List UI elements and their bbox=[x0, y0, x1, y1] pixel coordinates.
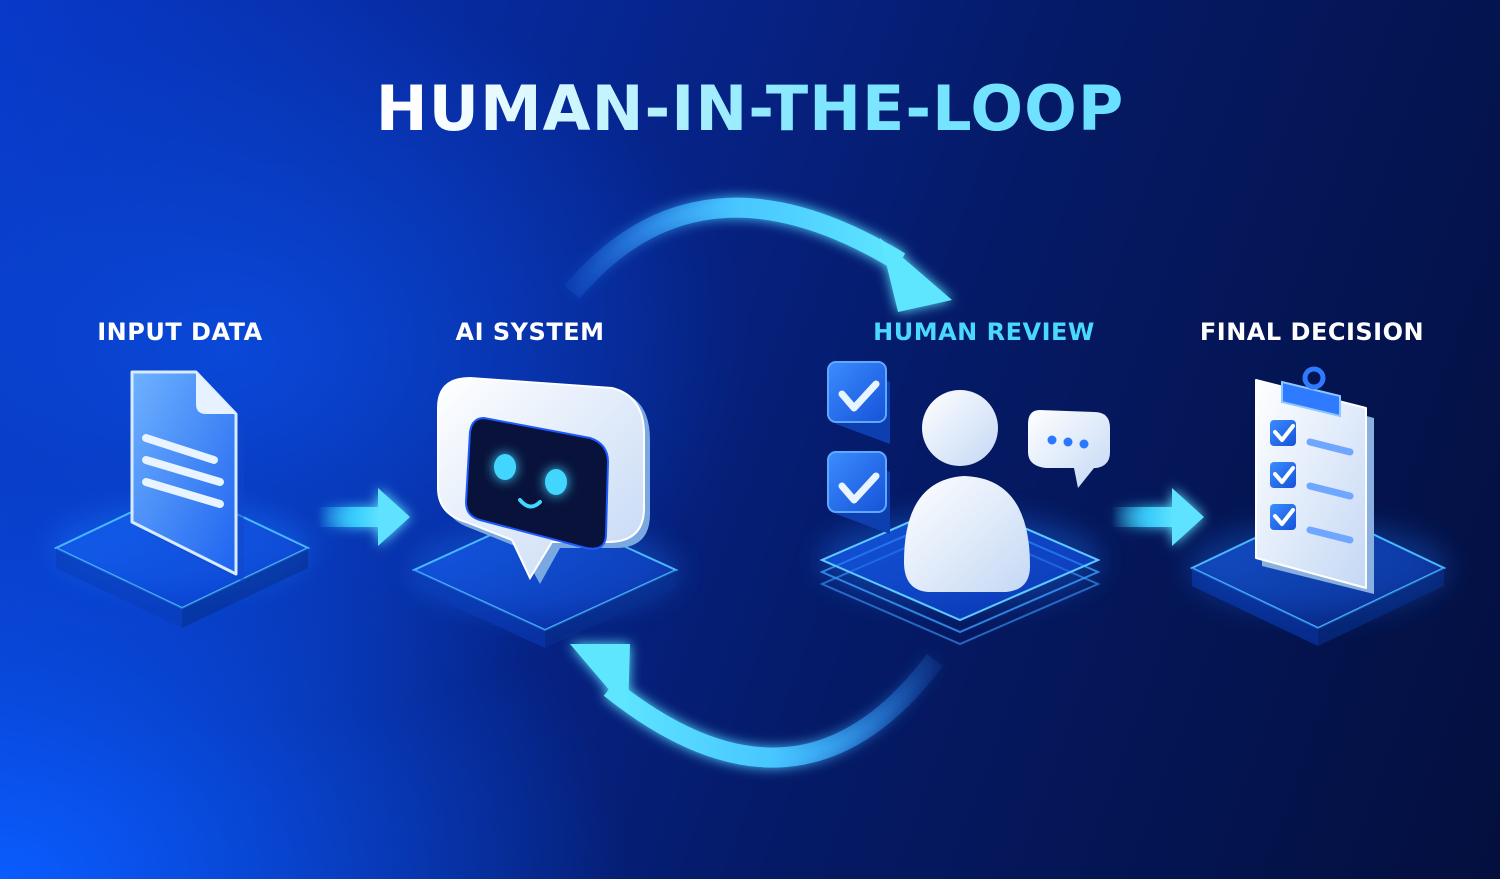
speech-bubble-icon bbox=[1028, 410, 1110, 488]
step-label-input-data: INPUT DATA bbox=[97, 318, 263, 346]
step-label-human-review: HUMAN REVIEW bbox=[873, 318, 1095, 346]
step-label-ai-system: AI SYSTEM bbox=[455, 318, 605, 346]
step-label-final-decision: FINAL DECISION bbox=[1199, 318, 1425, 346]
robot-chat-icon bbox=[437, 376, 650, 584]
loop-arrow-back-icon bbox=[570, 644, 943, 768]
arrow-right-icon bbox=[1112, 488, 1204, 546]
check-tile-icon bbox=[827, 451, 890, 534]
document-icon bbox=[130, 370, 244, 582]
loop-arrow-forward-icon bbox=[564, 197, 952, 312]
arrow-right-icon bbox=[318, 488, 410, 546]
check-tile-icon bbox=[827, 361, 890, 444]
diagram-title: HUMAN-IN-THE-LOOP bbox=[0, 72, 1500, 145]
person-review-icon bbox=[827, 361, 1110, 592]
clipboard-checklist-icon bbox=[1255, 366, 1374, 594]
